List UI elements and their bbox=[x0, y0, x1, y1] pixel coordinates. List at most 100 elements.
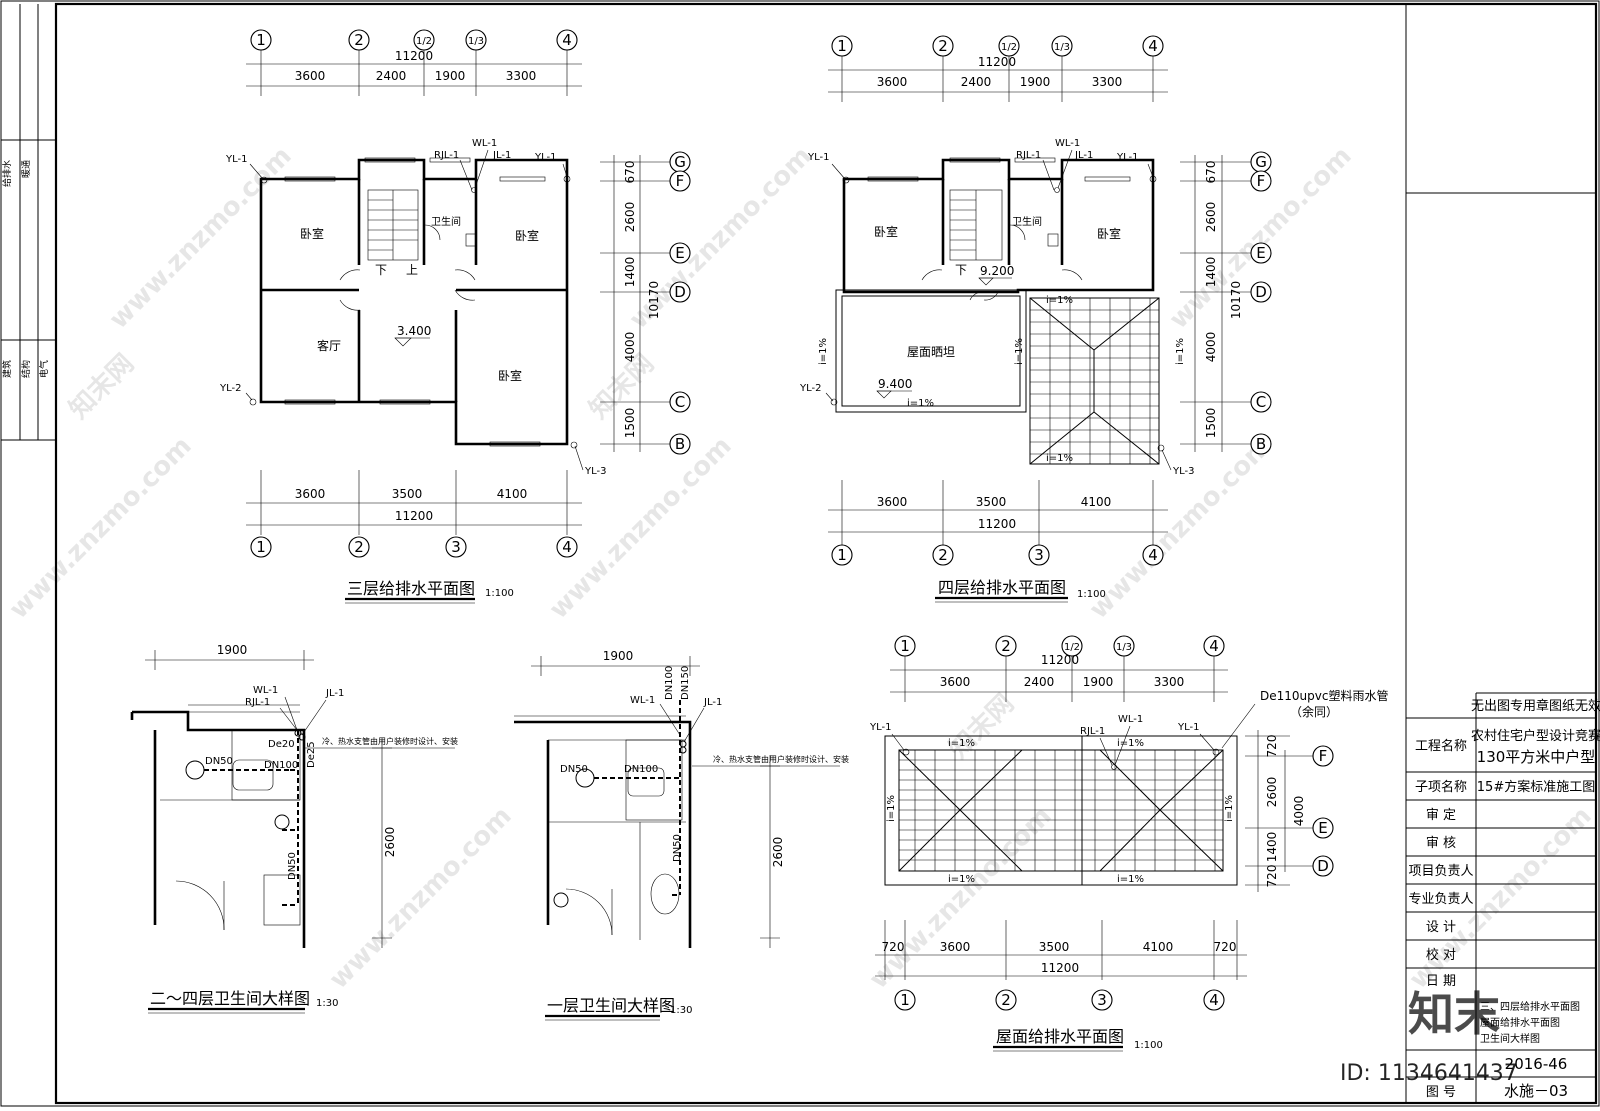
strip-label: 建筑 bbox=[1, 360, 13, 378]
tb-row: 校 对 bbox=[1426, 947, 1456, 963]
plan-roof: 1 2 1/2 1/3 4 11200 3600 2400 1900 3300 bbox=[869, 635, 1388, 1052]
axis-label: 4 bbox=[562, 31, 572, 49]
slope-label: i=1% bbox=[1046, 295, 1073, 306]
room-label: 卧室 bbox=[498, 368, 522, 383]
slope-label: i=1% bbox=[1117, 738, 1144, 749]
drawing-name: 卫生间大样图 bbox=[1480, 1032, 1540, 1045]
axis-label: B bbox=[1256, 435, 1266, 453]
roof-ridges bbox=[898, 749, 1224, 872]
dim: 1500 bbox=[623, 408, 637, 439]
axis-label: 1/2 bbox=[416, 36, 432, 47]
brand-logo: 知末 ID: 1134641437 bbox=[1340, 987, 1518, 1086]
bottom-axes: 1 2 3 4 bbox=[894, 989, 1225, 1011]
tb-label: 工程名称 bbox=[1415, 738, 1467, 754]
inner-frame bbox=[54, 2, 1598, 1105]
slope-label: i=1% bbox=[1014, 338, 1025, 365]
stamp-note: 无出图专用章图纸无效 bbox=[1471, 698, 1600, 714]
plan-third-floor: 1 2 1/2 1/3 4 11200 3600 2400 1900 3300 bbox=[219, 29, 691, 604]
dim: 4000 bbox=[623, 332, 637, 363]
pipe-label: DN100 bbox=[624, 764, 658, 775]
axis-label: F bbox=[1257, 172, 1266, 190]
roof-terrace bbox=[835, 289, 1027, 413]
dim: 3500 bbox=[976, 495, 1007, 509]
dim: 720 bbox=[1214, 940, 1237, 954]
pipe-tag: WL-1 bbox=[253, 685, 278, 696]
pipe-label: DN100 bbox=[664, 666, 675, 700]
room-label: 屋面晒坦 bbox=[907, 345, 955, 359]
stair-label: 上 bbox=[406, 263, 418, 277]
dim: 2400 bbox=[1024, 675, 1055, 689]
dim: 1900 bbox=[435, 69, 466, 83]
strip-label: 暖通 bbox=[20, 160, 32, 178]
axis-label: 3 bbox=[1034, 546, 1044, 564]
pipe-label: De20 bbox=[268, 739, 295, 750]
tb-label: 子项名称 bbox=[1415, 779, 1467, 795]
dim: 720 bbox=[882, 940, 905, 954]
pipe-label: DN50 bbox=[205, 756, 233, 767]
dim: 1900 bbox=[603, 649, 634, 663]
room-label: 卧室 bbox=[300, 226, 324, 241]
bottom-axes: 1 2 3 4 bbox=[831, 544, 1164, 566]
dim: 3300 bbox=[1092, 75, 1123, 89]
drawing-number: 水施－03 bbox=[1504, 1082, 1568, 1100]
dim: 3300 bbox=[1154, 675, 1185, 689]
axis-label: 1 bbox=[900, 637, 910, 655]
pipe-tag: YL-1 bbox=[869, 722, 891, 733]
axis-label: 2 bbox=[354, 31, 364, 49]
dim: 3600 bbox=[877, 495, 908, 509]
axis-label: 1/3 bbox=[468, 36, 484, 47]
pipe-tag: RJL-1 bbox=[245, 697, 270, 708]
axis-label: 1/2 bbox=[1064, 642, 1080, 653]
pipe-tag: YL-1 bbox=[807, 152, 829, 163]
dim: 3500 bbox=[1039, 940, 1070, 954]
dim: 720 bbox=[1265, 865, 1279, 888]
axis-label: 1 bbox=[900, 991, 910, 1009]
axis-label: 1 bbox=[837, 546, 847, 564]
stair-label: 下 bbox=[375, 263, 387, 277]
axis-label: 3 bbox=[451, 538, 461, 556]
elevation-mark: 3.400 bbox=[394, 324, 431, 347]
dim-total: 10170 bbox=[1229, 281, 1243, 319]
pipe-label: De25 bbox=[306, 741, 317, 768]
axis-label: B bbox=[675, 435, 685, 453]
watermark-text: www.znzmo.com bbox=[324, 801, 518, 995]
walls bbox=[259, 158, 569, 446]
dim: 2600 bbox=[1265, 777, 1279, 808]
pipe-tag: YL-1 bbox=[534, 152, 556, 163]
pipe-label: DN100 bbox=[264, 760, 298, 771]
tb-row: 专业负责人 bbox=[1408, 892, 1473, 907]
axis-label: 1 bbox=[837, 37, 847, 55]
doors bbox=[921, 224, 1083, 301]
dim: 4100 bbox=[1081, 495, 1112, 509]
pipe-leaders bbox=[891, 703, 1256, 770]
axis-label: 1/2 bbox=[1001, 42, 1017, 53]
plan-scale: 1:100 bbox=[485, 588, 514, 599]
dim: 1500 bbox=[1204, 408, 1218, 439]
dim: 2600 bbox=[771, 837, 785, 868]
bath-detail-2-4: 1900 WL-1 RJL-1 JL-1 De20 De25 bbox=[130, 643, 458, 1014]
slope-label: i=1% bbox=[948, 738, 975, 749]
room-label: 卧室 bbox=[1097, 226, 1121, 241]
dim: 3600 bbox=[295, 69, 326, 83]
pipe-label: DN50 bbox=[672, 834, 683, 862]
roof-hatch bbox=[1029, 297, 1160, 465]
roof-inner bbox=[898, 749, 1224, 872]
plan-scale: 1:100 bbox=[1134, 1040, 1163, 1051]
pipe-labels: YL-1 RJL-1 WL-1 JL-1 YL-1 YL-2 YL-3 bbox=[799, 138, 1194, 477]
pipe-label: DN50 bbox=[287, 852, 298, 880]
dim: 1900 bbox=[217, 643, 248, 657]
axis-label: F bbox=[676, 172, 685, 190]
tb-row: 项目负责人 bbox=[1408, 864, 1473, 879]
dim: 3600 bbox=[295, 487, 326, 501]
watermark-text: www.znzmo.com bbox=[544, 431, 738, 625]
tb-row: 审 核 bbox=[1426, 836, 1456, 851]
right-axes: F E D bbox=[1312, 745, 1334, 877]
room-label: 卫生间 bbox=[1012, 215, 1042, 228]
plan-title: 三层给排水平面图 bbox=[347, 579, 475, 598]
strip-label: 电气 bbox=[38, 360, 50, 378]
strip-label: 结构 bbox=[20, 360, 32, 378]
axis-label: D bbox=[1317, 857, 1329, 875]
title-block: 无出图专用章图纸无效 工程名称 农村住宅户型设计竞赛 130平方米中户型 子项名… bbox=[1405, 4, 1600, 1103]
dim: 4100 bbox=[1143, 940, 1174, 954]
